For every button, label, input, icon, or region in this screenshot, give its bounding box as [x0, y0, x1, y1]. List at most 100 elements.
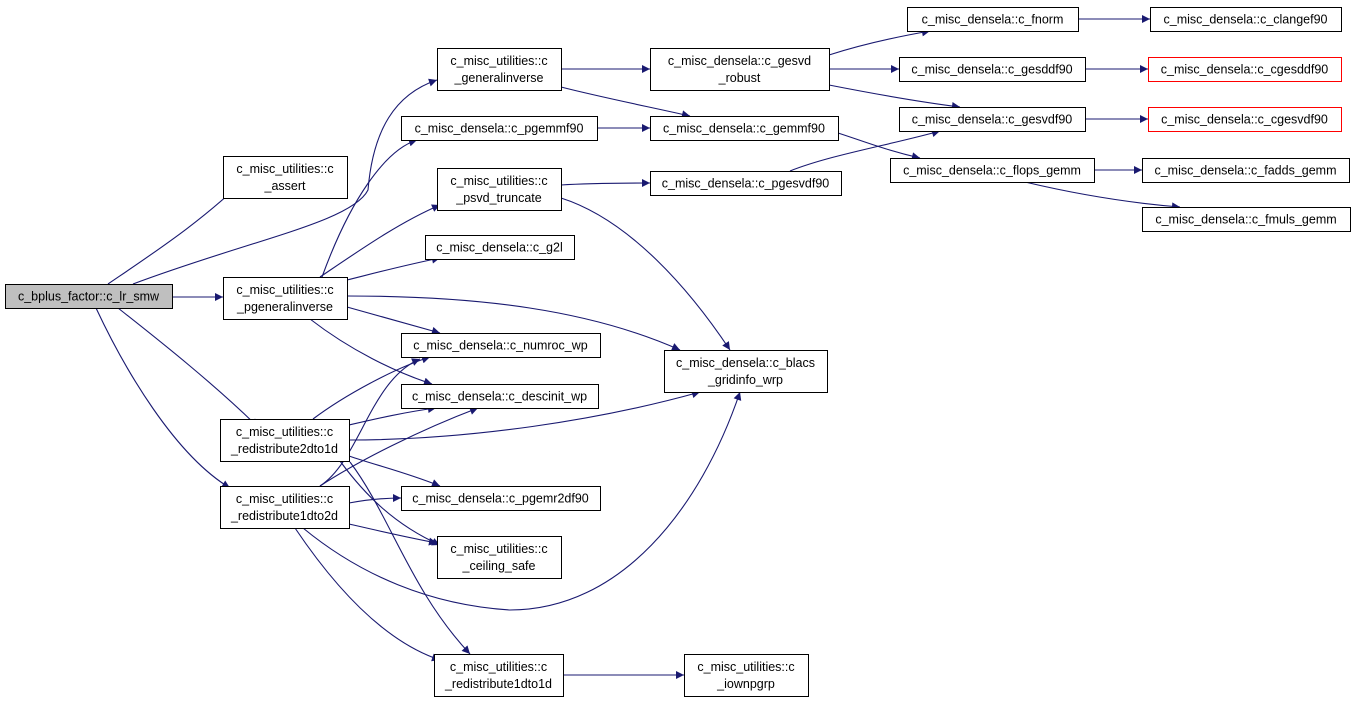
node-n5[interactable]: c_misc_densela::c_g2l: [425, 235, 575, 260]
node-n15[interactable]: c_misc_densela::c_gesvd_robust: [650, 48, 830, 91]
node-box: [1150, 7, 1342, 32]
nodes-layer: c_bplus_factor::c_lr_smwc_misc_utilities…: [5, 7, 1351, 697]
node-n0[interactable]: c_bplus_factor::c_lr_smw: [5, 284, 173, 309]
edge-n6-to-n3: [321, 138, 418, 278]
edge-n15-to-n19: [828, 28, 931, 56]
edge-n6-to-n4: [319, 204, 441, 278]
node-label: c_misc_utilities::c: [450, 54, 547, 68]
node-label: _psvd_truncate: [455, 191, 542, 205]
node-n17[interactable]: c_misc_densela::c_pgesvdf90: [650, 171, 842, 196]
node-label: _pgeneralinverse: [236, 300, 333, 314]
node-label: c_misc_densela::c_fmuls_gemm: [1155, 213, 1336, 227]
node-box: [425, 235, 575, 260]
node-box: [401, 384, 599, 409]
edge-n6-to-n18: [346, 295, 681, 351]
edge-n9-to-n8: [348, 405, 437, 426]
node-n22[interactable]: c_misc_densela::c_flops_gemm: [890, 158, 1095, 183]
edge-n10-to-n13: [294, 527, 441, 662]
edge-n2-to-n16: [560, 86, 691, 119]
node-n6[interactable]: c_misc_utilities::c_pgeneralinverse: [223, 277, 348, 320]
node-label: c_misc_densela::c_cgesvdf90: [1161, 113, 1328, 127]
node-label: c_misc_densela::c_pgemmf90: [415, 122, 584, 136]
node-label: _assert: [264, 179, 307, 193]
node-label: _redistribute2dto1d: [230, 442, 338, 456]
node-label: c_misc_utilities::c: [236, 425, 333, 439]
node-box: [5, 284, 173, 309]
edge-n9-to-n13: [349, 461, 471, 655]
node-box: [1148, 57, 1342, 82]
node-label: c_misc_utilities::c: [236, 283, 333, 297]
node-box: [1142, 158, 1350, 183]
node-box: [1142, 207, 1351, 232]
node-box: [650, 171, 842, 196]
node-label: _iownpgrp: [716, 677, 775, 691]
node-n23[interactable]: c_misc_densela::c_clangef90: [1150, 7, 1342, 32]
node-n18[interactable]: c_misc_densela::c_blacs_gridinfo_wrp: [664, 350, 828, 393]
node-n8[interactable]: c_misc_densela::c_descinit_wp: [401, 384, 599, 409]
node-label: _robust: [718, 71, 761, 85]
node-box: [890, 158, 1095, 183]
edge-n6-to-n7: [346, 306, 441, 335]
node-label: c_misc_utilities::c: [697, 660, 794, 674]
node-n24[interactable]: c_misc_densela::c_cgesddf90: [1148, 57, 1342, 82]
edge-n17-to-n21: [789, 129, 941, 172]
node-box: [907, 7, 1079, 32]
node-n16[interactable]: c_misc_densela::c_gemmf90: [650, 116, 839, 141]
node-label: c_misc_densela::c_fnorm: [922, 13, 1064, 27]
node-label: c_bplus_factor::c_lr_smw: [18, 290, 160, 304]
node-box: [684, 654, 809, 697]
node-n3[interactable]: c_misc_densela::c_pgemmf90: [401, 116, 598, 141]
node-n10[interactable]: c_misc_utilities::c_redistribute1dto2d: [220, 486, 350, 529]
edge-n10-to-n18: [302, 391, 742, 611]
node-label: _redistribute1dto1d: [444, 677, 552, 691]
node-label: c_misc_densela::c_descinit_wp: [412, 390, 587, 404]
node-n25[interactable]: c_misc_densela::c_cgesvdf90: [1148, 107, 1342, 132]
node-n9[interactable]: c_misc_utilities::c_redistribute2dto1d: [220, 419, 350, 462]
edge-n16-to-n22: [837, 132, 921, 161]
node-box: [437, 536, 562, 579]
node-n7[interactable]: c_misc_densela::c_numroc_wp: [401, 333, 601, 358]
node-label: _redistribute1dto2d: [230, 509, 338, 523]
node-label: c_misc_densela::c_gesvdf90: [912, 113, 1073, 127]
node-label: c_misc_densela::c_numroc_wp: [413, 339, 587, 353]
node-n12[interactable]: c_misc_utilities::c_ceiling_safe: [437, 536, 562, 579]
node-box: [401, 116, 598, 141]
node-n1[interactable]: c_misc_utilities::c_assert: [223, 156, 348, 199]
edge-n0-to-n10: [95, 307, 231, 489]
edge-n6-to-n8: [309, 318, 433, 386]
node-n26[interactable]: c_misc_densela::c_fadds_gemm: [1142, 158, 1350, 183]
node-n4[interactable]: c_misc_utilities::c_psvd_truncate: [437, 168, 562, 211]
edge-n15-to-n21: [828, 84, 961, 110]
node-label: c_misc_densela::c_gesvd: [668, 54, 811, 68]
node-n13[interactable]: c_misc_utilities::c_redistribute1dto1d: [434, 654, 564, 697]
node-box: [899, 57, 1086, 82]
edges-layer: [95, 15, 1181, 679]
node-label: c_misc_utilities::c: [450, 542, 547, 556]
node-box: [650, 48, 830, 91]
node-label: c_misc_densela::c_cgesddf90: [1161, 63, 1329, 77]
node-box: [899, 107, 1086, 132]
node-box: [664, 350, 828, 393]
node-box: [220, 486, 350, 529]
node-n19[interactable]: c_misc_densela::c_fnorm: [907, 7, 1079, 32]
node-n11[interactable]: c_misc_densela::c_pgemr2df90: [401, 486, 601, 511]
node-label: c_misc_utilities::c: [236, 162, 333, 176]
edge-n9-to-n11: [348, 455, 441, 487]
node-label: c_misc_utilities::c: [450, 174, 547, 188]
edge-n10-to-n8: [319, 407, 479, 487]
node-n14[interactable]: c_misc_utilities::c_iownpgrp: [684, 654, 809, 697]
node-label: _gridinfo_wrp: [707, 373, 783, 387]
node-n27[interactable]: c_misc_densela::c_fmuls_gemm: [1142, 207, 1351, 232]
node-n2[interactable]: c_misc_utilities::c_generalinverse: [437, 48, 562, 91]
node-label: c_misc_densela::c_gesddf90: [911, 63, 1072, 77]
node-box: [434, 654, 564, 697]
node-box: [401, 486, 601, 511]
node-label: c_misc_densela::c_g2l: [436, 241, 562, 255]
node-n21[interactable]: c_misc_densela::c_gesvdf90: [899, 107, 1086, 132]
edge-n10-to-n11: [348, 494, 402, 504]
node-label: c_misc_utilities::c: [450, 660, 547, 674]
node-n20[interactable]: c_misc_densela::c_gesddf90: [899, 57, 1086, 82]
node-label: c_misc_densela::c_pgesvdf90: [662, 177, 830, 191]
edge-n6-to-n5: [346, 255, 441, 281]
